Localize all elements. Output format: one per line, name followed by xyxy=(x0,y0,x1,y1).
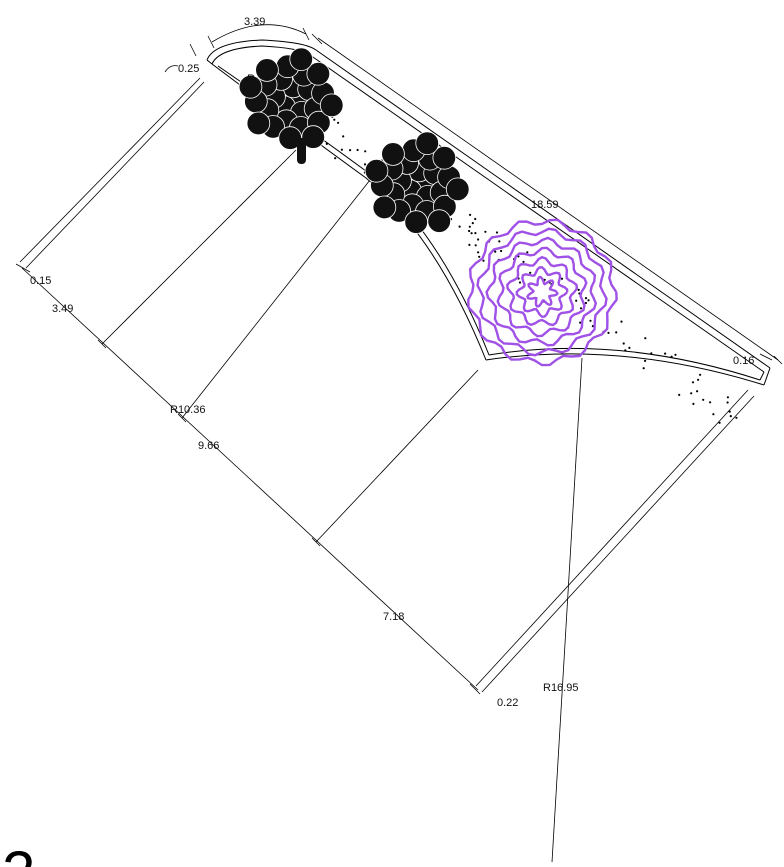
dim-d2: 9.66 xyxy=(198,440,219,452)
dimension-lines xyxy=(15,24,783,863)
dim-arc-left: 0.25 xyxy=(178,63,199,75)
dim-width-bottom: 0.22 xyxy=(497,697,518,709)
dim-r1: R10.36 xyxy=(170,404,205,416)
dim-width-left: 0.15 xyxy=(30,275,51,287)
tree-icon xyxy=(238,47,344,150)
dim-d3: 7.18 xyxy=(383,611,404,623)
page-marker: 2 xyxy=(2,839,35,867)
dim-r2: R16.95 xyxy=(543,682,578,694)
tree-icon xyxy=(364,131,470,234)
dim-r-small: R xyxy=(247,73,255,85)
shrub-icon xyxy=(467,218,618,367)
dim-width-right: 0.16 xyxy=(733,355,754,367)
dim-arc-top: 3.39 xyxy=(244,16,265,28)
dim-d1: 3.49 xyxy=(52,303,73,315)
tree-trunk xyxy=(297,138,306,164)
dim-length-top: 18.59 xyxy=(531,199,559,211)
